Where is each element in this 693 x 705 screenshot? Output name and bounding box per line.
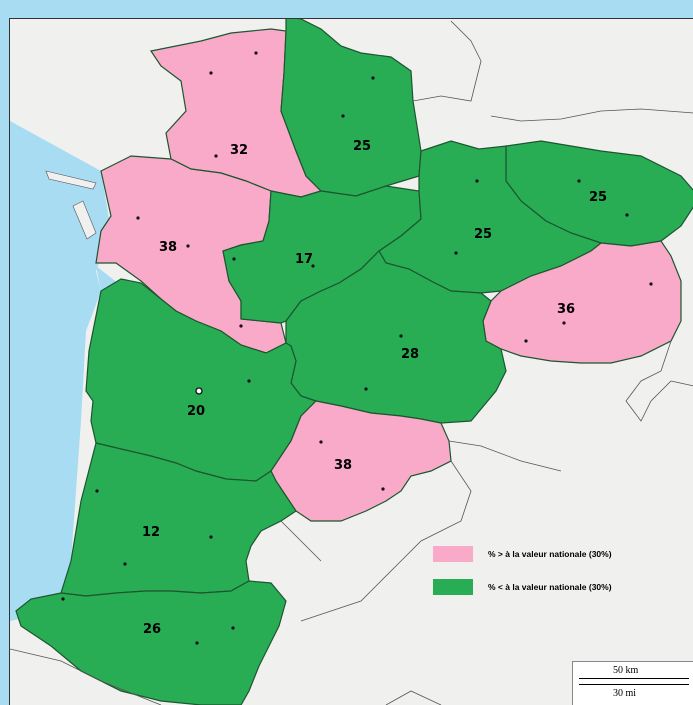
- label-dept-haute-vienne: 25: [474, 227, 492, 242]
- atlantic-ocean: [10, 121, 111, 621]
- department-values: 32 25 25 25 38 17 36 28 20 38 12 26: [142, 139, 607, 637]
- legend-row-above: % > à la valeur nationale (30%): [433, 546, 612, 562]
- prefecture-dots: [61, 51, 653, 645]
- label-dept-charente: 17: [295, 252, 313, 267]
- legend-swatch-above: [433, 546, 473, 562]
- ile-d-oleron: [72, 200, 97, 240]
- scale-km-label: 50 km: [613, 665, 639, 676]
- ile-de-re: [45, 170, 97, 190]
- label-dept-landes: 12: [142, 525, 160, 540]
- dept-pyrenees-atlantiques[interactable]: [15, 580, 287, 705]
- scale-mi-label: 30 mi: [613, 688, 637, 699]
- label-dept-vienne: 25: [353, 139, 371, 154]
- scale-bar: 50 km 30 mi: [572, 661, 693, 705]
- legend-label-below: % < à la valeur nationale (30%): [488, 582, 612, 592]
- legend-label-above: % > à la valeur nationale (30%): [488, 549, 612, 559]
- label-dept-dordogne: 28: [401, 347, 419, 362]
- label-dept-gironde: 20: [187, 404, 205, 419]
- label-dept-deux-sevres: 32: [230, 143, 248, 158]
- label-dept-charente-maritime: 38: [159, 240, 177, 255]
- label-dept-creuse: 25: [589, 190, 607, 205]
- scale-mi-bar: [579, 684, 689, 685]
- neighbour-borders: [10, 20, 693, 705]
- map-svg: 32 25 25 25 38 17 36 28 20 38 12 26: [10, 19, 693, 705]
- legend-row-below: % < à la valeur nationale (30%): [433, 579, 612, 595]
- map-frame: 32 25 25 25 38 17 36 28 20 38 12 26 % > …: [9, 18, 693, 705]
- legend-swatch-below: [433, 579, 473, 595]
- dept-correze[interactable]: [482, 240, 682, 364]
- dept-lot-et-garonne[interactable]: [270, 400, 452, 522]
- label-dept-lot-et-garonne: 38: [334, 458, 352, 473]
- scale-km-bar: [579, 678, 689, 679]
- label-dept-correze: 36: [557, 302, 575, 317]
- label-dept-pyrenees-atlantiques: 26: [143, 622, 161, 637]
